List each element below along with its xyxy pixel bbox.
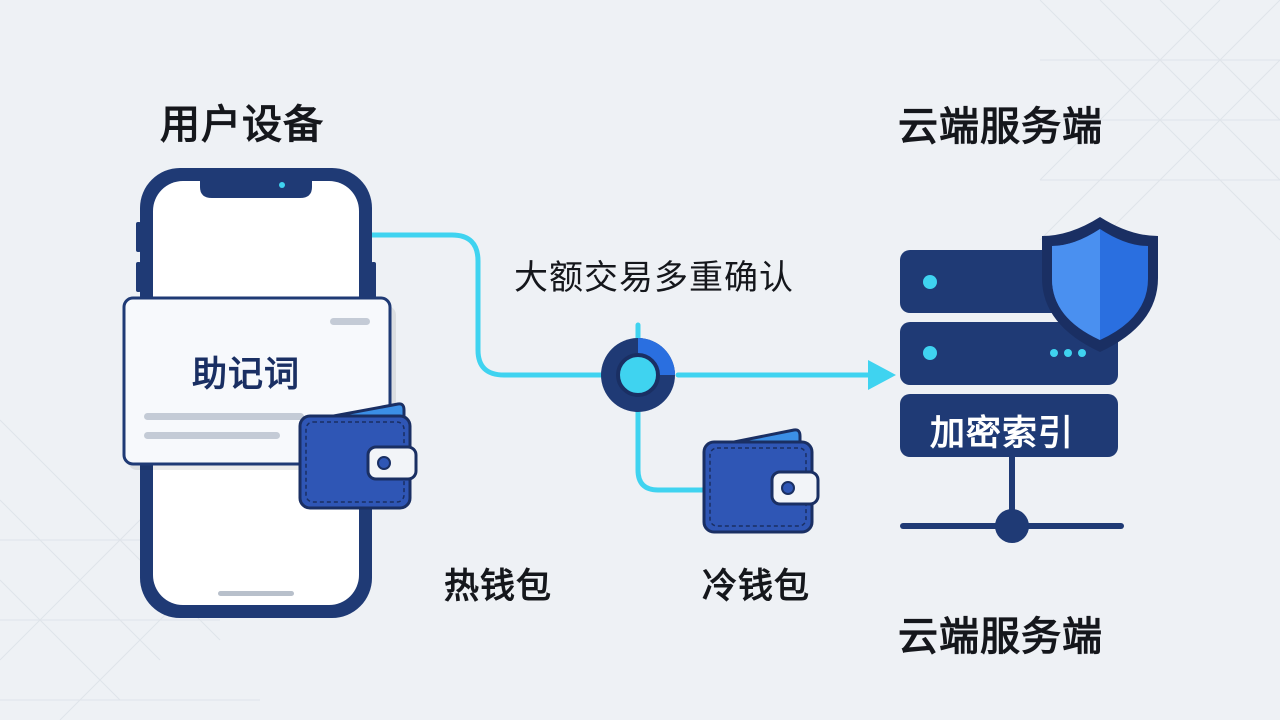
hot-wallet-icon xyxy=(298,402,418,510)
arrow-head-icon xyxy=(868,360,896,390)
hot-wallet-label: 热钱包 xyxy=(444,567,553,607)
cold-wallet-label: 冷钱包 xyxy=(702,567,811,607)
connector-node-to-cold-wallet xyxy=(635,407,711,493)
cold-wallet-icon xyxy=(702,428,820,534)
cloud-server-heading: 云端服务端 xyxy=(898,104,1103,150)
hub-node-icon xyxy=(601,338,675,412)
connector-lines xyxy=(369,232,873,493)
encrypted-index-label: 加密索引 xyxy=(930,414,1075,454)
network-node-icon xyxy=(900,455,1124,543)
cloud-server-bottom-label: 云端服务端 xyxy=(898,614,1103,660)
shield-icon xyxy=(1042,217,1158,352)
connector-phone-to-node xyxy=(369,232,605,378)
mnemonic-label: 助记词 xyxy=(192,355,301,395)
multi-confirm-label: 大额交易多重确认 xyxy=(514,258,794,298)
user-device-heading: 用户设备 xyxy=(160,102,324,148)
